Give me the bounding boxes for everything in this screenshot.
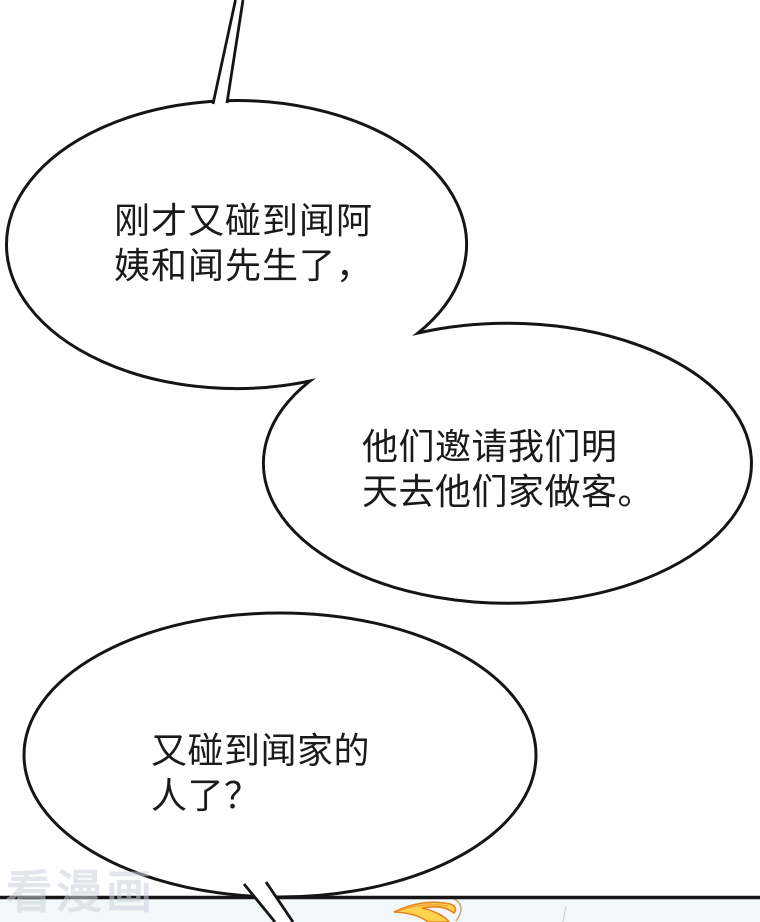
watermark-text: 看漫画	[6, 866, 156, 918]
speech-bubble-3-tail-outline	[242, 881, 295, 922]
faint-strand-line	[562, 905, 567, 922]
dialogue-line: 姨和闻先生了，	[114, 245, 374, 286]
next-panel-strip	[0, 899, 760, 922]
dialogue-line: 刚才又碰到闻阿	[114, 200, 374, 241]
speech-bubble-1-2-merged-shape	[5, 99, 753, 605]
dialogue-line: 又碰到闻家的	[151, 730, 371, 771]
dialogue-line: 人了？	[151, 775, 261, 816]
dialogue-line: 他们邀请我们明	[362, 426, 618, 467]
speech-bubble-3-text: 又碰到闻家的 人了？	[151, 728, 370, 818]
speech-bubble-2-text: 他们邀请我们明 天去他们家做客。	[362, 424, 654, 514]
speech-bubble-3-tail-fill	[244, 881, 293, 922]
speech-bubble-1-text: 刚才又碰到闻阿 姨和闻先生了，	[114, 198, 373, 288]
hair-accent-line	[397, 904, 449, 912]
speech-bubble-1-tail-outline	[211, 0, 245, 105]
dialogue-line: 天去他们家做客。	[362, 471, 655, 512]
